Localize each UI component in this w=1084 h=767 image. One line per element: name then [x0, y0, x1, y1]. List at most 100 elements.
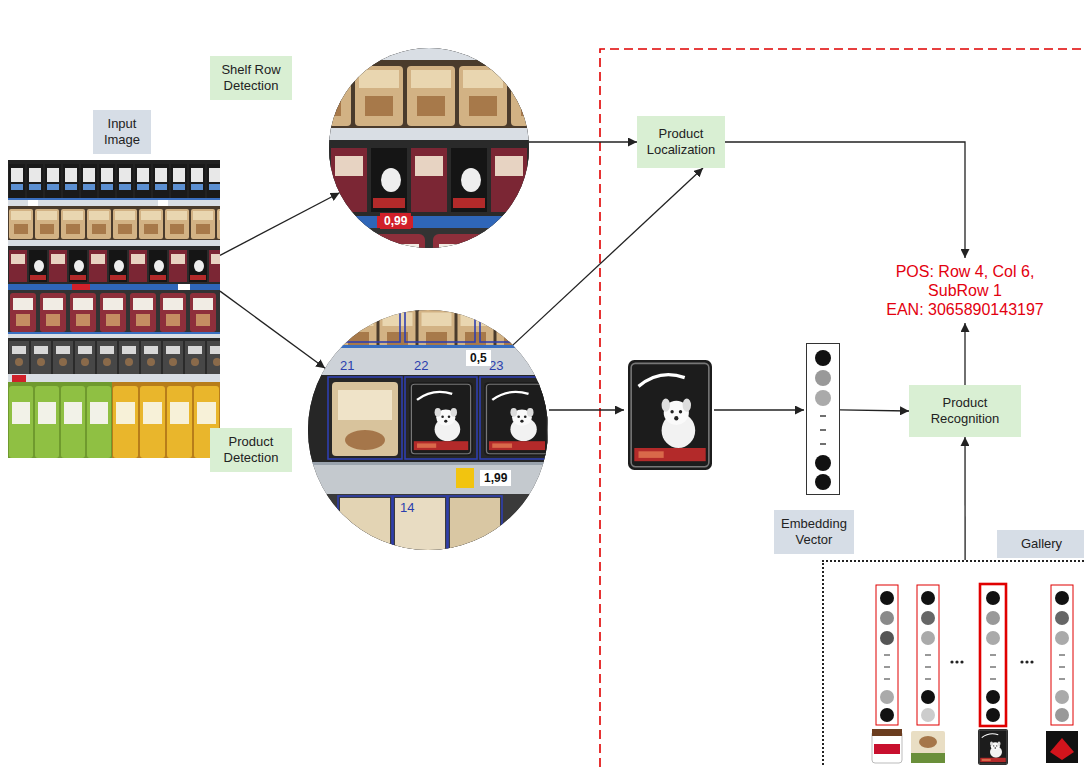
- detection-zoom-photo: [338, 496, 392, 560]
- price-tag: 1,99: [480, 470, 511, 486]
- process-box: Product Localization: [637, 116, 725, 168]
- gallery-vectors: [1051, 585, 1073, 725]
- detection-zoom-photo: [395, 498, 445, 560]
- callout-number: 23: [489, 358, 503, 373]
- gallery-vectors: [925, 655, 931, 656]
- detection-zoom-photo: [340, 498, 390, 560]
- detection-zoom-photo: [300, 305, 570, 346]
- detection-zoom-photo: [480, 377, 554, 459]
- gallery-vectors: [1030, 660, 1033, 663]
- embedding-dots: [815, 455, 831, 471]
- gallery-thumbnails: [874, 744, 900, 754]
- gallery-vectors: [950, 660, 953, 663]
- gallery-vectors: [1055, 708, 1069, 722]
- detection-zoom-photo: [456, 468, 474, 488]
- detection-zoom-photo: [300, 375, 560, 462]
- connector-arrow: [964, 437, 965, 560]
- gallery-vectors: [921, 708, 935, 722]
- detection-zoom-photo: [300, 305, 570, 346]
- gallery-vectors: [1020, 660, 1023, 663]
- product-detection-view: Product Detection: [308, 310, 548, 550]
- detection-zoom-photo: [300, 494, 560, 560]
- node-text: POS: Row 4, Col 6, SubRow 1: [875, 262, 1055, 300]
- embedding-dots: [820, 429, 826, 430]
- detection-zoom-photo: [338, 390, 392, 420]
- gallery-thumbnails: [911, 753, 945, 763]
- detection-zoom-photo: [300, 345, 560, 375]
- gallery-vectors: [876, 584, 1073, 726]
- connector-arrow: [220, 291, 325, 368]
- gallery-vectors: [925, 667, 931, 668]
- connector-arrow: [725, 142, 965, 258]
- detection-zoom-photo: [300, 462, 560, 494]
- gallery-vectors: [925, 679, 931, 680]
- gallery-vectors: [1059, 667, 1065, 668]
- embedding-dots: [815, 390, 831, 406]
- gallery-vectors: [880, 631, 894, 645]
- embedding-dots: [815, 350, 831, 490]
- node-text: Product Recognition: [915, 395, 1015, 427]
- input-image-panel: Input Image: [8, 160, 220, 458]
- gallery-vectors: [921, 690, 935, 704]
- gallery-vectors: [990, 679, 996, 680]
- callout-number: 22: [414, 358, 428, 373]
- embedding-dots: [815, 370, 831, 386]
- gallery-thumbnails: [872, 729, 1078, 765]
- gallery-thumbnails: [1046, 731, 1078, 763]
- embedding-dots: [820, 443, 826, 444]
- gallery-vectors: [1025, 660, 1028, 663]
- gallery-vectors: [921, 611, 935, 625]
- detection-zoom-photo: [405, 377, 477, 459]
- detection-zoom-photo: [393, 496, 447, 560]
- result-text: POS: Row 4, Col 6, SubRow 1EAN: 30658901…: [873, 258, 1057, 323]
- detection-zoom-photo: [328, 377, 402, 459]
- gallery-box: Gallery: [822, 560, 1084, 767]
- gallery-vectors: [884, 679, 890, 680]
- detection-zoom-photo: [484, 382, 550, 456]
- embedding-vector: Embedding Vector: [806, 343, 840, 495]
- gallery-vectors: [880, 690, 894, 704]
- heading-label: Product Detection: [210, 428, 292, 472]
- gallery-vectors: [876, 585, 898, 725]
- node-text: Product Localization: [643, 126, 719, 158]
- detection-zoom-photo: [300, 300, 570, 560]
- connector-arrow: [513, 168, 703, 345]
- gallery-thumbnails: [872, 729, 902, 736]
- shelf-row-view: Shelf Row Detection: [329, 48, 529, 248]
- connector-arrow: [964, 323, 965, 385]
- connector-arrow: [220, 193, 340, 256]
- gallery-vectors: [986, 631, 1000, 645]
- detection-zoom-photo: [332, 382, 398, 456]
- gallery-vectors: [1055, 591, 1069, 605]
- embedding-dots: [815, 474, 831, 490]
- heading-label: Shelf Row Detection: [210, 56, 292, 100]
- detection-zoom-photo: [405, 300, 475, 342]
- module-boundary: [600, 49, 1084, 767]
- gallery-vectors: [986, 591, 1000, 605]
- shelf-zoom-photo: [249, 0, 673, 564]
- gallery-thumbnails: [919, 736, 937, 748]
- gallery-vectors: [1055, 690, 1069, 704]
- gallery-vectors: [1059, 679, 1065, 680]
- shelf-zoom-photo: [249, 0, 673, 564]
- product-crop: [628, 360, 712, 470]
- input-photo: [8, 160, 220, 458]
- flow-arrow: [714, 409, 804, 410]
- gallery-vectors: [960, 660, 963, 663]
- detection-zoom-photo: [450, 498, 500, 560]
- gallery-vectors: [986, 708, 1000, 722]
- gallery-vectors: [880, 591, 894, 605]
- callout-number: 14: [400, 500, 414, 515]
- heading-label: Embedding Vector: [774, 510, 854, 554]
- input-photo: [8, 160, 220, 458]
- heading-label: Input Image: [93, 110, 151, 154]
- gallery-vectors: [917, 585, 939, 725]
- connector-arrow: [840, 410, 909, 411]
- gallery-vectors: [990, 667, 996, 668]
- process-box: Product Recognition: [909, 385, 1021, 437]
- gallery-vectors: [986, 690, 1000, 704]
- gallery-vectors: [880, 708, 894, 722]
